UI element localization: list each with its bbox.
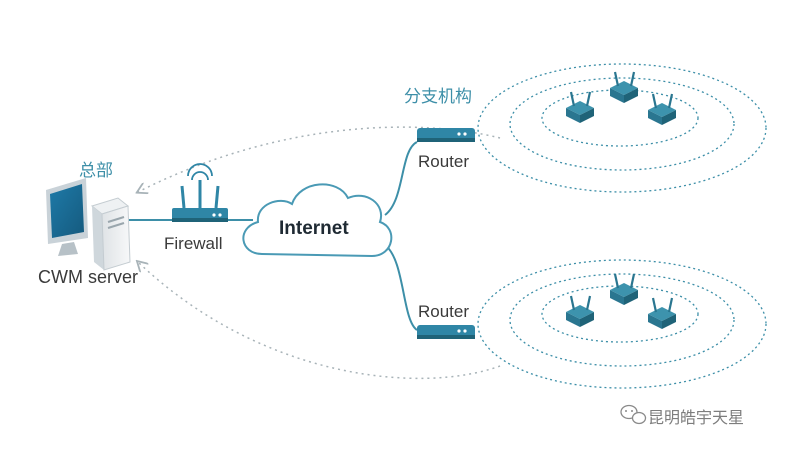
wechat-logo-icon [620,404,647,425]
router-icon [417,128,475,142]
access-point-icon [566,295,594,327]
link-internet-router-bottom [384,244,418,331]
internet-label: Internet [279,218,349,239]
server-tower-icon [90,197,131,271]
monitor-icon [46,178,88,256]
router-icon [417,325,475,339]
branch-label: 分支机构 [404,87,472,106]
dotted-link-bottom-branch [138,262,501,380]
cwm-server-label: CWM server [38,267,138,287]
access-point-icon [610,273,638,305]
firewall-device-icon [172,163,228,222]
access-point-icon [566,91,594,123]
branch-top-coverage [477,63,767,193]
headquarters-label: 总部 [79,161,113,180]
firewall-label: Firewall [164,234,223,253]
router-bottom-label: Router [418,302,470,321]
internet-cloud-icon [242,183,393,258]
watermark-text: 昆明皓宇天星 [648,410,745,427]
access-point-icon [648,297,676,329]
router-top-label: Router [418,152,470,171]
access-point-icon [648,93,676,125]
link-internet-router-top [384,141,418,216]
branch-bottom-coverage [477,259,767,389]
access-point-icon [610,71,638,103]
